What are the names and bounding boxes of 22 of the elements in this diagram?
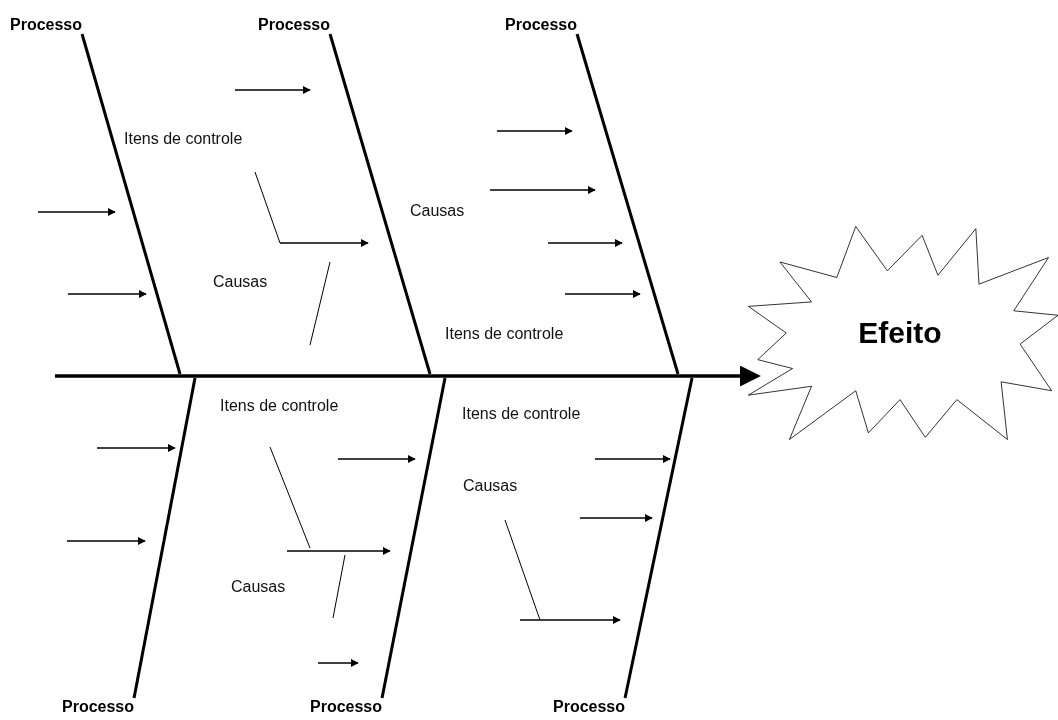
cause-label: Itens de controle bbox=[462, 405, 581, 423]
cause-label: Causas bbox=[231, 578, 286, 596]
cause-label: Causas bbox=[213, 273, 268, 291]
bone-line bbox=[80, 33, 182, 375]
process-label: Processo bbox=[505, 16, 578, 34]
process-label: Processo bbox=[62, 698, 135, 716]
cause-label: Causas bbox=[463, 477, 518, 495]
process-label: Processo bbox=[258, 16, 331, 34]
bone-line bbox=[328, 33, 432, 375]
process-label: Processo bbox=[553, 698, 626, 716]
process-label: Processo bbox=[310, 698, 383, 716]
effect-text: Efeito bbox=[858, 316, 942, 350]
bone-line bbox=[132, 377, 197, 699]
bone-line bbox=[380, 377, 447, 699]
cause-label: Itens de controle bbox=[220, 397, 339, 415]
cause-label: Causas bbox=[410, 202, 465, 220]
process-label: Processo bbox=[10, 16, 83, 34]
cause-label: Itens de controle bbox=[124, 130, 243, 148]
bone-line bbox=[575, 33, 680, 375]
spine-arrow bbox=[55, 365, 761, 387]
cause-label: Itens de controle bbox=[445, 325, 564, 343]
bone-line bbox=[623, 377, 694, 699]
